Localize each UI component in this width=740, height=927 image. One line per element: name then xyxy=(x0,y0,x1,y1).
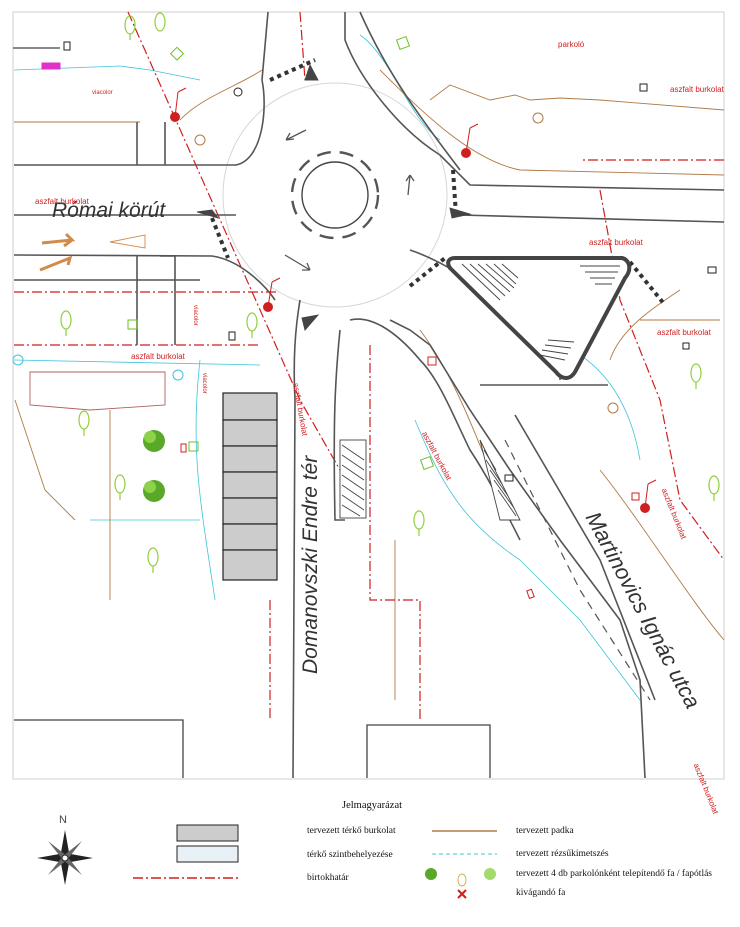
roundabout xyxy=(222,82,448,308)
legend-swatch-szint xyxy=(176,845,239,863)
building-outlines xyxy=(13,47,491,778)
paving-stalls xyxy=(222,392,278,581)
label-aszfalt-4: aszfalt burkolat xyxy=(657,328,711,337)
legend-box xyxy=(37,824,497,899)
label-viacolor-3: viacolor xyxy=(201,373,207,394)
label-viacolor-2: viacolor xyxy=(192,305,198,326)
lamp-posts xyxy=(170,87,657,513)
existing-trees xyxy=(60,12,720,573)
hatched-areas xyxy=(196,63,521,521)
label-aszfalt-2: aszfalt burkolat xyxy=(35,197,89,206)
splitter-island xyxy=(446,256,632,380)
roundabout-central-island xyxy=(301,161,369,229)
label-aszfalt-5: aszfalt burkolat xyxy=(131,352,185,361)
legend-item-kivagando: kivágandó fa xyxy=(516,888,566,898)
legend-item-padka: tervezett padka xyxy=(516,826,574,836)
legend-swatch-terko xyxy=(176,824,239,842)
planned-trees xyxy=(143,430,165,502)
yield-lines xyxy=(210,58,667,307)
legend-item-szint: térkő szintbehelyezése xyxy=(307,850,393,860)
street-label-domanovszki: Domanovszki Endre tér xyxy=(299,455,322,674)
legend-swatch-fa xyxy=(425,868,496,887)
legend-swatch-kivagando xyxy=(457,889,467,899)
misc-symbols xyxy=(12,35,717,600)
north-arrow-icon xyxy=(37,830,93,885)
direction-markings xyxy=(39,232,146,272)
label-aszfalt-3: aszfalt burkolat xyxy=(589,238,643,247)
label-parkolo: parkoló xyxy=(558,40,585,49)
lane-dashed-line xyxy=(504,439,651,701)
legend-item-fa: tervezett 4 db parkolónként telepítendő … xyxy=(516,869,712,879)
legend-item-terko: tervezett térkő burkolat xyxy=(307,826,396,836)
north-label: N xyxy=(59,814,67,826)
label-viacolor-1: viacolor xyxy=(92,90,113,96)
street-label-romai: Római körút xyxy=(52,199,166,222)
legend-item-rezsu: tervezett rézsűkimetszés xyxy=(516,849,609,859)
legend-item-birtok: birtokhatár xyxy=(307,873,349,883)
label-aszfalt-1: aszfalt burkolat xyxy=(670,85,724,94)
legend-title: Jelmagyarázat xyxy=(342,800,403,811)
